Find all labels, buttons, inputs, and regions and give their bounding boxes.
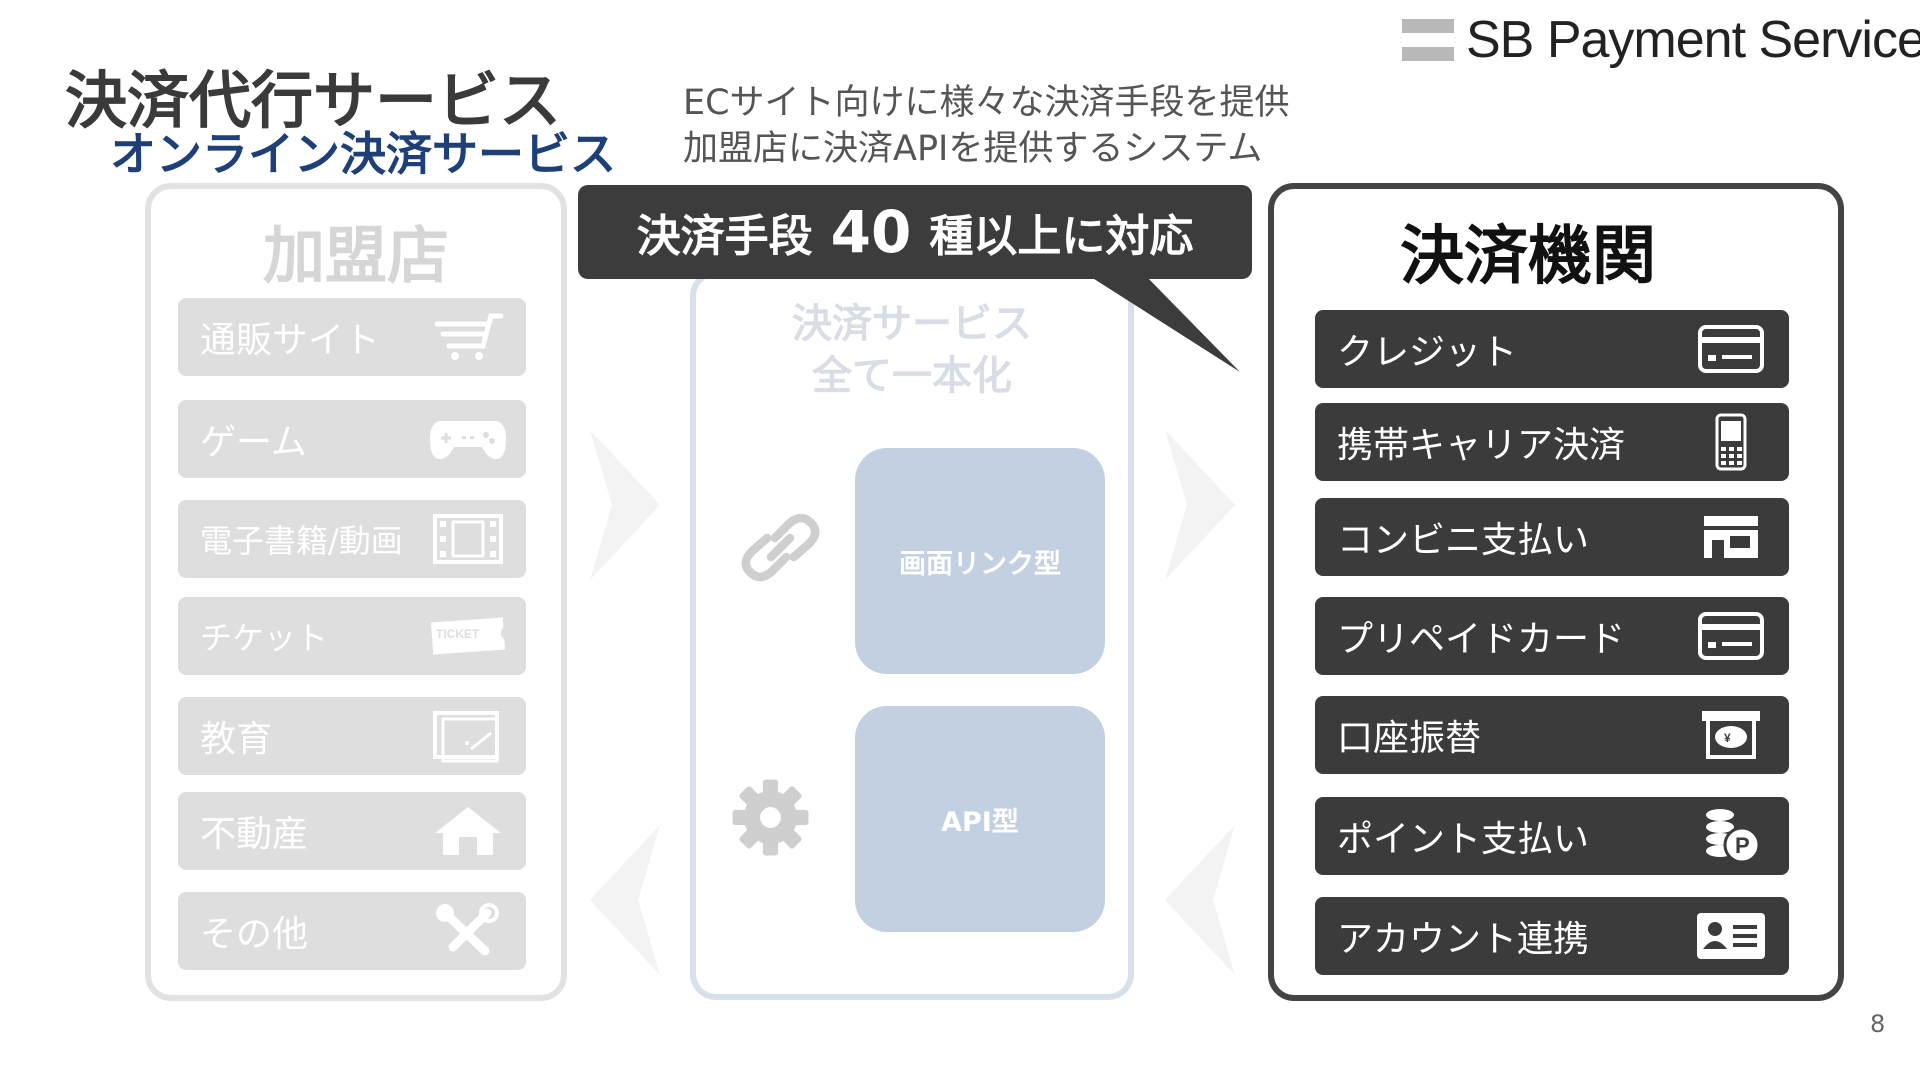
gear-icon [732,779,809,856]
api-type-box: API型 [855,706,1105,932]
description: ECサイト向けに様々な決済手段を提供 加盟店に決済APIを提供するシステム [683,80,1290,172]
institution-item-account-link: アカウント連携 [1315,897,1789,975]
mobile-phone-icon [1695,413,1767,471]
service-title-line-2: 全て一本化 [812,353,1012,399]
chevron-left-icon [1165,825,1235,975]
chevron-right-icon [1165,430,1235,580]
credit-card-icon [1695,320,1767,378]
merchant-item-game: ゲーム [178,400,526,478]
institution-item-credit: クレジット [1315,310,1789,388]
svg-text:¥: ¥ [1724,731,1731,745]
service-title: 決済サービス 全て一本化 [690,298,1134,402]
merchant-label: 通販サイト [200,320,381,361]
merchant-item-realestate: 不動産 [178,792,526,870]
merchant-label: その他 [200,914,309,955]
merchant-item-ec: 通販サイト [178,298,526,376]
page-title: 決済代行サービス [65,64,562,137]
merchant-label: 教育 [200,719,273,760]
atm-icon: ¥ [1695,706,1767,764]
institution-label: クレジット [1337,332,1518,373]
id-card-icon [1695,907,1767,965]
page-subtitle: オンライン決済サービス [110,127,616,181]
link-icon [741,513,820,582]
merchants-title: 加盟店 [262,219,449,292]
description-line-1: ECサイト向けに様々な決済手段を提供 [683,83,1290,123]
tools-icon [428,903,508,958]
chevron-right-icon [590,430,660,580]
service-title-line-1: 決済サービス [792,301,1032,347]
logo-mark [1402,19,1454,61]
svg-text:TICKET: TICKET [436,627,480,641]
callout-banner: 決済手段 40 種以上に対応 [578,185,1252,279]
company-logo: SB Payment Service [1402,10,1920,70]
institution-item-convenience: コンビニ支払い [1315,498,1789,576]
ticket-icon: TICKET [428,609,508,663]
institution-label: アカウント連携 [1337,919,1590,960]
film-icon [428,512,508,566]
institutions-title: 決済機関 [1400,220,1656,294]
svg-text:P: P [1735,833,1750,858]
institution-item-prepaid: プリペイドカード [1315,597,1789,675]
house-icon [428,804,508,858]
callout-text-before: 決済手段 [636,211,813,262]
institution-label: 携帯キャリア決済 [1337,425,1626,466]
institutions-panel [1268,183,1844,1001]
merchant-item-ticket: チケット TICKET [178,597,526,675]
chevron-left-icon [590,825,660,975]
institution-label: プリペイドカード [1337,619,1626,660]
institution-label: ポイント支払い [1337,819,1590,860]
merchant-label: ゲーム [200,422,307,463]
description-line-2: 加盟店に決済APIを提供するシステム [683,129,1263,169]
merchant-item-ebook: 電子書籍/動画 [178,500,526,578]
institution-label: 口座振替 [1337,718,1482,759]
callout-pointer [1080,270,1240,372]
merchant-label: 不動産 [200,814,309,855]
cart-icon [428,310,508,364]
callout-number: 40 [830,198,912,266]
institution-label: コンビニ支払い [1337,520,1590,561]
logo-text: SB Payment Service [1466,11,1920,69]
merchant-item-education: 教育 [178,697,526,775]
points-icon: P [1695,807,1767,865]
institution-item-points: ポイント支払い P [1315,797,1789,875]
institution-item-carrier: 携帯キャリア決済 [1315,403,1789,481]
merchant-label: 電子書籍/動画 [200,522,403,560]
prepaid-card-icon [1695,607,1767,665]
gamepad-icon [428,412,508,466]
screen-link-type-box: 画面リンク型 [855,448,1105,674]
callout-text-after: 種以上に対応 [929,211,1194,262]
store-icon [1695,508,1767,566]
merchant-label: チケット [200,619,329,657]
merchant-item-other: その他 [178,892,526,970]
blackboard-icon [428,709,508,763]
page-number: 8 [1870,1010,1886,1038]
institution-item-account-transfer: 口座振替 ¥ [1315,696,1789,774]
